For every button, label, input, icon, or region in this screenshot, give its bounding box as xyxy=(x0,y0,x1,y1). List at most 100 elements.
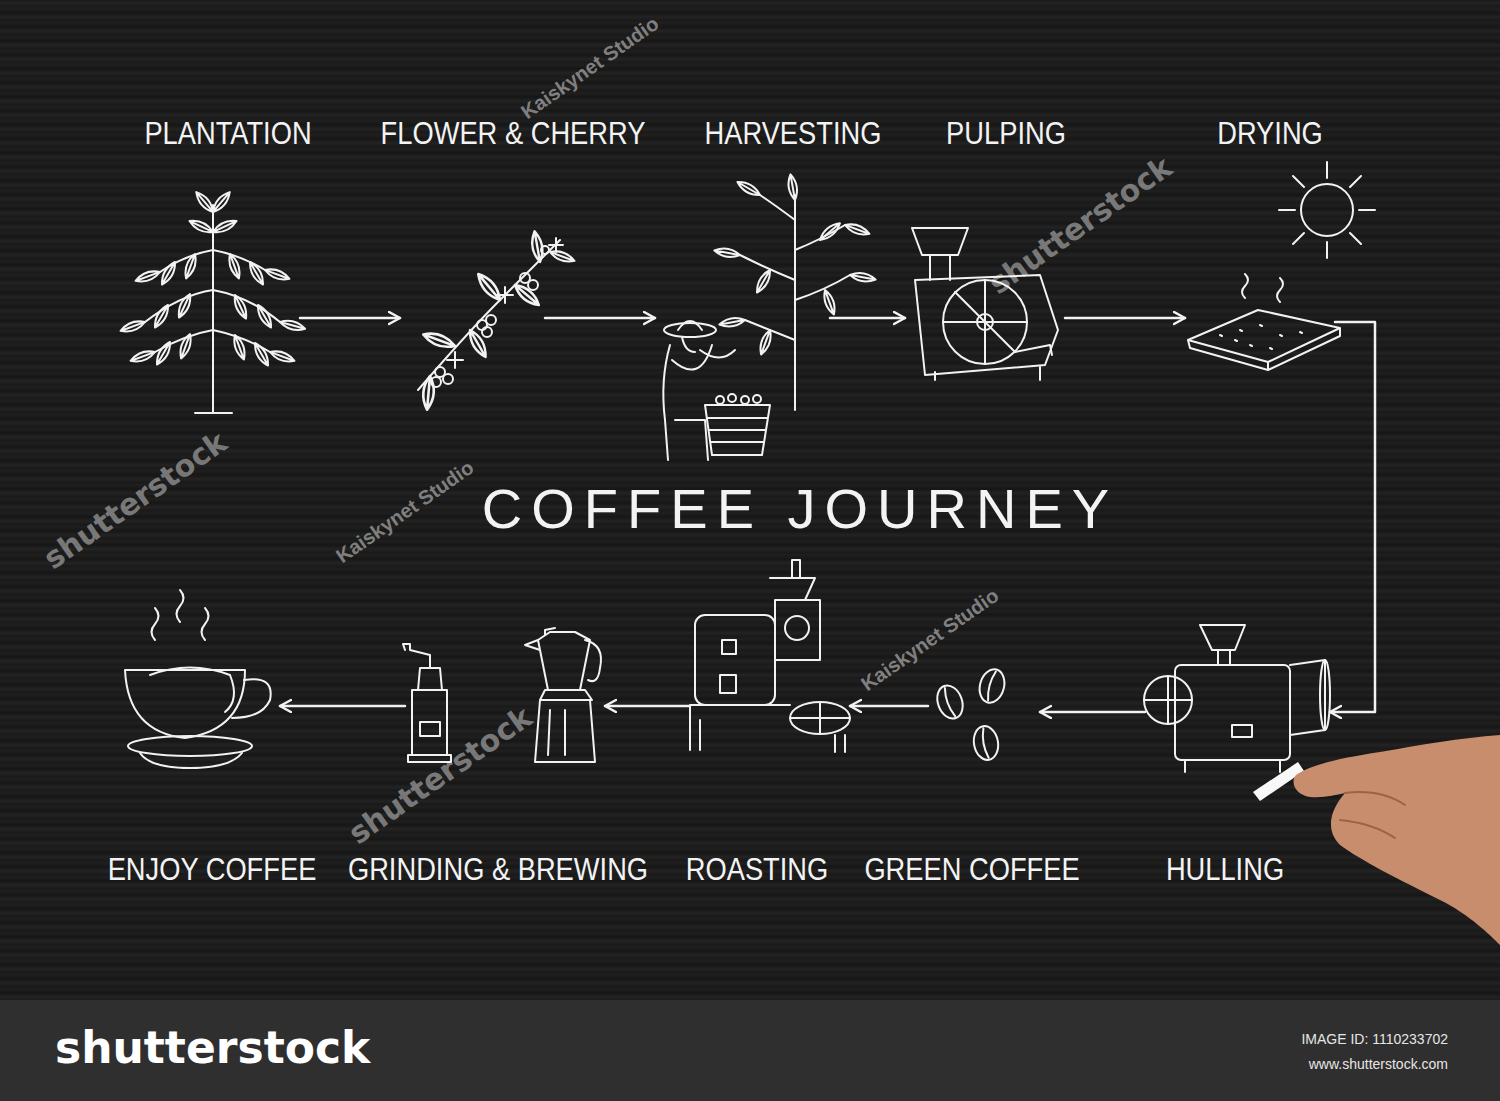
circle-part xyxy=(1144,676,1192,724)
ellipse-part xyxy=(664,323,716,337)
flow-arrow xyxy=(280,705,405,708)
path-part xyxy=(790,702,850,734)
circle-part xyxy=(482,327,492,337)
circle-part xyxy=(1301,184,1353,236)
path-part xyxy=(912,228,968,280)
stage-label: ENJOY COFFEE xyxy=(108,852,317,888)
circle-part xyxy=(728,394,736,402)
use-part xyxy=(787,174,799,201)
watermark: shutterstock xyxy=(982,149,1178,301)
stage-label: DRYING xyxy=(1217,116,1323,152)
stage-label: GREEN COFFEE xyxy=(864,852,1079,888)
use-part xyxy=(177,333,193,360)
path-part xyxy=(1340,792,1405,838)
use-part xyxy=(129,348,156,364)
flow-arrow xyxy=(300,317,400,320)
use-part xyxy=(817,220,842,243)
path-part xyxy=(418,240,560,390)
path-part xyxy=(150,668,234,713)
use-part xyxy=(175,292,193,319)
path-part xyxy=(125,670,245,738)
path-part xyxy=(447,238,563,368)
flow-arrow xyxy=(605,705,690,708)
path-part xyxy=(705,405,770,455)
use-part xyxy=(159,260,179,287)
rect-part xyxy=(695,615,775,705)
use-part xyxy=(466,328,490,360)
green-beans xyxy=(933,666,1008,761)
stage-node: FLOWER & CHERRY xyxy=(400,225,545,425)
ellipse-part xyxy=(790,702,850,734)
path-part xyxy=(1200,625,1245,665)
stage-node: ROASTING xyxy=(690,575,850,755)
coffee-branch xyxy=(418,230,576,410)
path-part xyxy=(232,679,271,718)
use-part xyxy=(714,247,741,259)
use-part xyxy=(252,341,272,368)
use-part xyxy=(421,330,456,351)
use-part xyxy=(719,316,746,328)
circle-part xyxy=(785,616,809,640)
path-part xyxy=(1185,760,1280,772)
path-part xyxy=(403,644,442,690)
stage-label: ROASTING xyxy=(686,852,828,888)
use-part xyxy=(754,268,774,295)
circle-part xyxy=(741,396,749,404)
circle-part xyxy=(431,377,441,387)
use-part xyxy=(844,221,871,237)
stage-label: HULLING xyxy=(1166,852,1284,888)
flow-arrow xyxy=(545,317,655,320)
moka-pot xyxy=(525,628,601,762)
path-part xyxy=(145,250,280,352)
path-part xyxy=(140,753,242,768)
use-part xyxy=(474,271,504,304)
circle-part xyxy=(716,396,724,404)
use-part xyxy=(226,253,242,280)
use-part xyxy=(264,266,291,282)
circle-part xyxy=(443,374,453,384)
flow-arrow xyxy=(830,317,905,320)
rect-part xyxy=(722,640,736,654)
rect-part xyxy=(420,722,440,736)
use-part xyxy=(119,318,146,334)
ellipse-part xyxy=(128,736,252,756)
path-part xyxy=(915,275,1058,375)
use-part xyxy=(231,334,247,361)
use-part xyxy=(134,268,161,284)
brand-logo: shutterstock xyxy=(55,1022,370,1073)
circle-part xyxy=(486,315,496,325)
path-part xyxy=(152,590,209,640)
path-part xyxy=(740,195,850,410)
use-part xyxy=(422,376,435,411)
use-part xyxy=(549,248,576,264)
watermark: Kaiskynet Studio xyxy=(517,12,663,124)
path-part xyxy=(678,321,702,352)
path-part xyxy=(935,345,1052,380)
stage-label: GRINDING & BREWING xyxy=(348,852,648,888)
use-part xyxy=(933,682,967,722)
circle-part xyxy=(541,246,549,254)
plantation-tree xyxy=(119,190,306,413)
rect-part xyxy=(1232,725,1252,737)
flow-arrow xyxy=(850,705,928,708)
rect-part xyxy=(1175,665,1290,760)
stage-node: PLANTATION xyxy=(120,200,300,418)
watermark: Kaiskynet Studio xyxy=(332,456,478,568)
use-part xyxy=(211,217,238,235)
watermark: shutterstock xyxy=(342,699,538,851)
flow-arrow xyxy=(1040,711,1145,714)
use-part xyxy=(231,293,249,320)
use-part xyxy=(269,348,296,364)
path-part xyxy=(690,705,845,752)
use-part xyxy=(757,329,773,356)
use-part xyxy=(255,303,275,330)
stage-node: ENJOY COFFEE xyxy=(120,590,280,770)
stage-node: GREEN COFFEE xyxy=(928,665,1040,765)
path-part xyxy=(1279,162,1375,258)
use-part xyxy=(152,303,172,330)
path-part xyxy=(525,628,601,762)
hand-with-chalk xyxy=(1253,735,1500,945)
